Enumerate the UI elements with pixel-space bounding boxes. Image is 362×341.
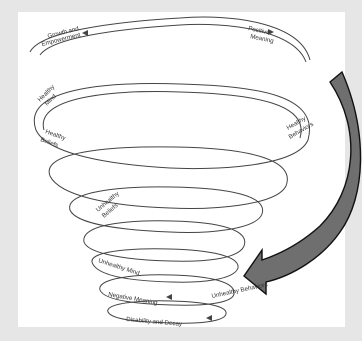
label-positive-b: Meaning [250, 33, 275, 45]
spiral-ring-2-inner [42, 91, 302, 139]
spiral-ring-6 [91, 248, 239, 283]
arrowhead-bottom-icon [206, 315, 212, 321]
spiral-rings [29, 16, 311, 324]
label-disability: Disability and Decay [126, 316, 183, 328]
spiral-ring-7 [99, 274, 235, 306]
spiral-ring-2 [33, 83, 310, 170]
spiral-ring-8 [107, 300, 227, 324]
arrowhead-left-icon [82, 30, 88, 36]
arrowhead-right-icon [268, 29, 274, 35]
label-negative-meaning: Negative Meaning [108, 291, 159, 307]
band-arrowheads [82, 29, 274, 321]
spiral-ring-3 [48, 146, 288, 209]
label-unhealthy-behaviors: Unhealthy Behaviors [211, 281, 268, 300]
spiral-ring-1 [29, 16, 311, 61]
label-unhealthy-mind: Unhealthy Mind [97, 257, 141, 277]
arrowhead-negative-icon [166, 294, 172, 300]
curved-arrow-icon [243, 70, 362, 296]
spiral-ring-4 [69, 186, 264, 233]
spiral-ring-1-inner [39, 23, 307, 63]
spiral-ring-5 [83, 220, 246, 262]
diagram-panel [18, 12, 345, 327]
label-positive-a: Positive [248, 25, 271, 36]
